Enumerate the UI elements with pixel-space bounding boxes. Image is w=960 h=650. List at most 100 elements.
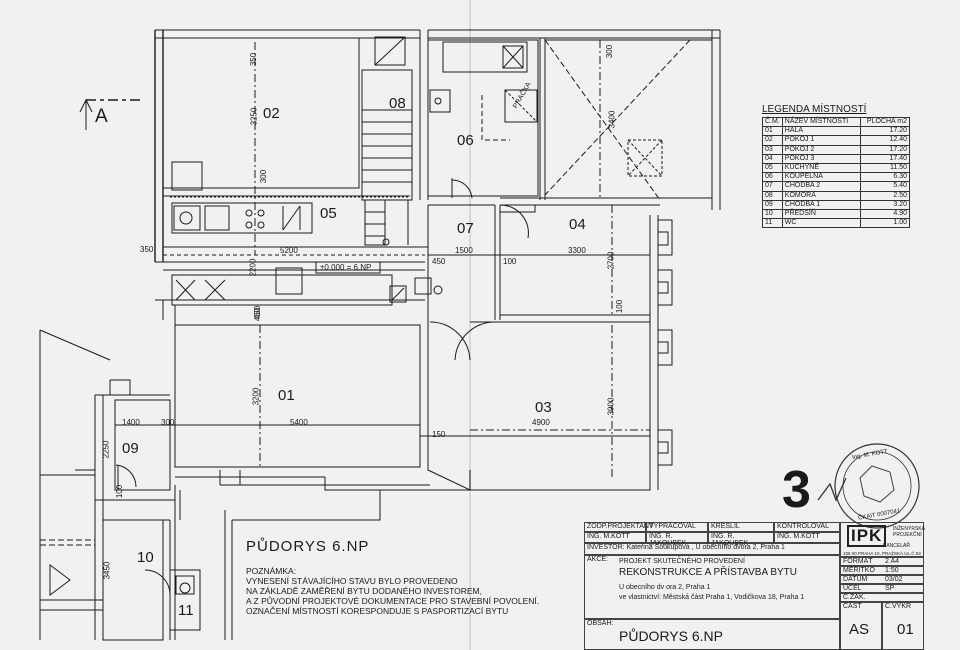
vyprac-name: ING. R. JAKOUBEK [646, 532, 708, 547]
obsah-block: OBSAH: PŮDORYS 6.NP [584, 619, 840, 650]
date-row: DATUM 03/02 [840, 575, 924, 584]
notes-line: A Z PŮVODNÍ PROJEKTOVÉ DOKUMENTACE PRO S… [246, 596, 540, 606]
investor-label: INVESTOR: [587, 544, 625, 551]
room-05-label: 05 [320, 205, 337, 222]
legend-cell: 08 [762, 190, 783, 201]
dimension-label: 5400 [290, 418, 308, 427]
legend-cell: 09 [762, 199, 783, 210]
legend-cell: WC [781, 218, 862, 229]
notes-line: NA ZÁKLADĚ ZAMĚŘENÍ BYTU DODANÉHO INVEST… [246, 586, 482, 596]
format-row: FORMÁT 2 A4 [840, 557, 924, 566]
legend-cell: POKOJ 2 [781, 144, 862, 155]
akce-line: U obecního dv ora 2, Praha 1 [619, 584, 711, 591]
purpose-row: ÚČEL SP [840, 584, 924, 593]
room-02-label: 02 [263, 105, 280, 122]
dimension-label: 1400 [122, 418, 140, 427]
room-08-label: 08 [389, 95, 406, 112]
legend-cell: 03 [762, 144, 783, 155]
legend-cell: CHODBA 1 [781, 199, 862, 210]
dimension-label: 3400 [607, 110, 617, 129]
akce-line: ve vlastnictví: Městská část Praha 1, Vo… [619, 594, 805, 601]
dimension-label: 3250 [249, 107, 259, 126]
drawing-no-label: Č.VÝKR [885, 603, 912, 610]
investor-value: Kateřina Soukupová , U obecního dvora 2,… [626, 544, 785, 551]
scale-row: MĚŘÍTKO 1:50 [840, 566, 924, 575]
vyprac-label: VYPRACOVAL [646, 522, 708, 532]
part-cell: ČÁST AS [840, 602, 882, 650]
obsah-label: OBSAH: [587, 620, 614, 627]
legend-title: LEGENDA MÍSTNOSTÍ [762, 104, 867, 115]
kontrol-label: KONTROLOVAL [774, 522, 840, 532]
section-mark: A [95, 106, 108, 127]
legend-cell: 3.20 [860, 199, 910, 210]
room-11-label: 11 [178, 602, 194, 619]
zodp-name: ING. M.KOTT [584, 532, 646, 543]
company-address: 108 00 PRAHA 10, PRAŽSKÁ UL.Č.53 [843, 551, 921, 556]
dimension-label: 450 [253, 305, 263, 320]
format-value: 2 A4 [885, 558, 900, 565]
dimension-label: 100 [615, 299, 625, 314]
legend-cell: 1.00 [860, 218, 910, 229]
dimension-label: 100 [503, 257, 517, 266]
zodp-label: ZODP.PROJEKTANT [584, 522, 653, 532]
title-block: ZODP.PROJEKTANT VYPRACOVAL KRESLIL KONTR… [584, 522, 925, 650]
company-block: IPK INŽENÝRSKÁ PROJEKČNÍ KANCELÁŘ 108 00… [840, 522, 925, 557]
dimension-label: 3450 [102, 561, 112, 580]
dimension-label: 3300 [568, 246, 586, 255]
dimension-label: 2200 [248, 258, 258, 277]
company-sub: KANCELÁŘ [883, 543, 910, 549]
dimension-label: 3900 [606, 397, 616, 416]
akce-title: REKONSTRUKCE A PŘÍSTAVBA BYTU [619, 567, 798, 578]
kontrol-name: ING. M.KOTT [774, 532, 840, 543]
room-10-label: 10 [137, 549, 154, 566]
legend-cell: 4.90 [860, 208, 910, 220]
dimension-label: 1500 [455, 246, 473, 255]
akce-block: AKCE: PROJEKT SKUTEČNÉHO PROVEDENÍ REKON… [584, 555, 840, 619]
dimension-label: 5200 [280, 246, 298, 255]
scale-value: 1:50 [885, 567, 899, 574]
order-label: Č.ZAK. [843, 594, 866, 601]
drawing-no-value: 01 [897, 621, 914, 638]
company-sub: INŽENÝRSKÁ [893, 526, 925, 532]
dimension-label: 3200 [251, 387, 261, 406]
part-value: AS [849, 621, 870, 638]
legend-cell: 2.50 [860, 190, 910, 201]
legend-cell: KUCHYNĚ [781, 162, 862, 174]
dimension-label: 100 [115, 484, 125, 499]
notes-line: VYNESENÍ STÁVAJÍCÍHO STAVU BYLO PROVEDEN… [246, 576, 458, 586]
company-logo: IPK [847, 525, 887, 547]
legend-cell: KOUPELNA [781, 172, 862, 183]
date-label: DATUM [843, 576, 868, 583]
legend-cell: 5.40 [860, 181, 910, 192]
legend-cell: 17.20 [860, 144, 910, 155]
legend-header-row: Č.M. NÁZEV MÍSTNOSTI PLOCHA m2 [762, 116, 910, 128]
dimension-label: 450 [432, 257, 446, 266]
notes-heading: POZNÁMKA: [246, 566, 297, 576]
company-sub: PROJEKČNÍ [893, 532, 922, 538]
format-label: FORMÁT [843, 558, 873, 565]
plan-title: PŮDORYS 6.NP [246, 538, 370, 555]
dimension-label: 300 [161, 418, 175, 427]
legend-cell: 6.30 [860, 172, 910, 183]
akce-line: PROJEKT SKUTEČNÉHO PROVEDENÍ [619, 558, 745, 565]
legend-cell: 05 [762, 162, 783, 174]
purpose-value: SP [885, 585, 895, 592]
order-row: Č.ZAK. [840, 593, 924, 602]
purpose-label: ÚČEL [843, 585, 862, 592]
room-03-label: 03 [535, 399, 552, 416]
investor-row: INVESTOR: Kateřina Soukupová , U obecníh… [584, 543, 840, 555]
notes-line: OZNAČENÍ MÍSTNOSTÍ KORESPONDUJE S PASPOR… [246, 606, 509, 616]
legend-cell: 17.40 [860, 153, 910, 164]
kreslil-name: ING. R. JAKOUBEK [708, 532, 774, 547]
part-label: ČÁST [843, 603, 862, 610]
legend-cell: CHODBA 2 [781, 181, 862, 192]
